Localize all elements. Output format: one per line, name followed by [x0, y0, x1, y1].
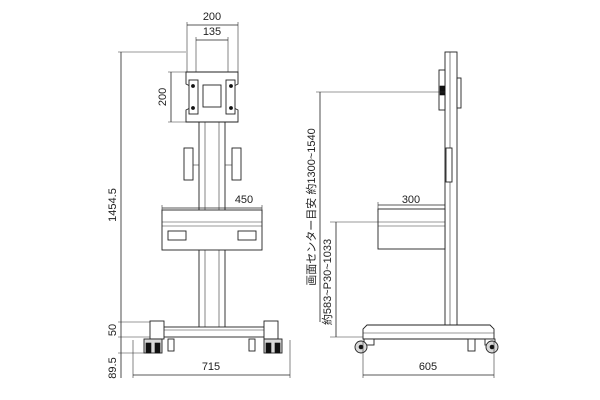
dim-shelf-depth-label: 300 [402, 194, 420, 206]
dim-shelf-width: 450 [161, 194, 263, 214]
front-casters [143, 338, 283, 354]
side-hook [445, 147, 453, 183]
dim-base-height: 50 [107, 321, 150, 338]
side-shelf [377, 208, 446, 250]
front-view: 200 135 200 [107, 11, 291, 379]
side-base [330, 324, 495, 340]
vesa-mount-plate [185, 71, 239, 123]
dim-shelf-depth: 300 [377, 194, 446, 212]
dim-vesa-height-label: 200 [157, 88, 169, 106]
dim-base-width-label: 715 [202, 361, 220, 373]
dim-vesa-width-label: 135 [203, 26, 221, 38]
dim-caster-height-label: 89.5 [107, 357, 119, 378]
side-column [444, 51, 458, 326]
dim-base-depth-label: 605 [419, 361, 437, 373]
dim-base-depth: 605 [362, 342, 495, 378]
left-hook [183, 147, 194, 181]
dim-total-height-label: 1454.5 [107, 188, 119, 222]
dim-screen-center: 画面センター目安 約1300~1540 [304, 91, 445, 322]
dim-top-width: 200 [186, 11, 239, 72]
dim-vesa-width: 135 [195, 26, 229, 72]
side-mount-bracket [438, 69, 462, 111]
dim-shelf-height: 約583~P30~1033 [320, 221, 378, 337]
side-view: 画面センター目安 約1300~1540 300 約583~P30~1033 [304, 51, 499, 378]
dim-shelf-width-label: 450 [235, 194, 253, 206]
side-casters [354, 338, 499, 354]
dim-screen-center-label: 画面センター目安 約1300~1540 [304, 128, 318, 285]
front-base [149, 320, 279, 340]
dim-base-width: 715 [132, 340, 291, 378]
dim-vesa-height: 200 [157, 71, 186, 123]
front-shelf [161, 209, 263, 251]
dim-shelf-height-label: 約583~P30~1033 [320, 239, 334, 325]
dim-total-height: 1454.5 [107, 51, 186, 322]
dim-caster-height: 89.5 [107, 337, 144, 379]
right-hook [231, 147, 242, 181]
dim-top-width-label: 200 [203, 11, 221, 23]
dim-base-height-label: 50 [107, 324, 119, 336]
